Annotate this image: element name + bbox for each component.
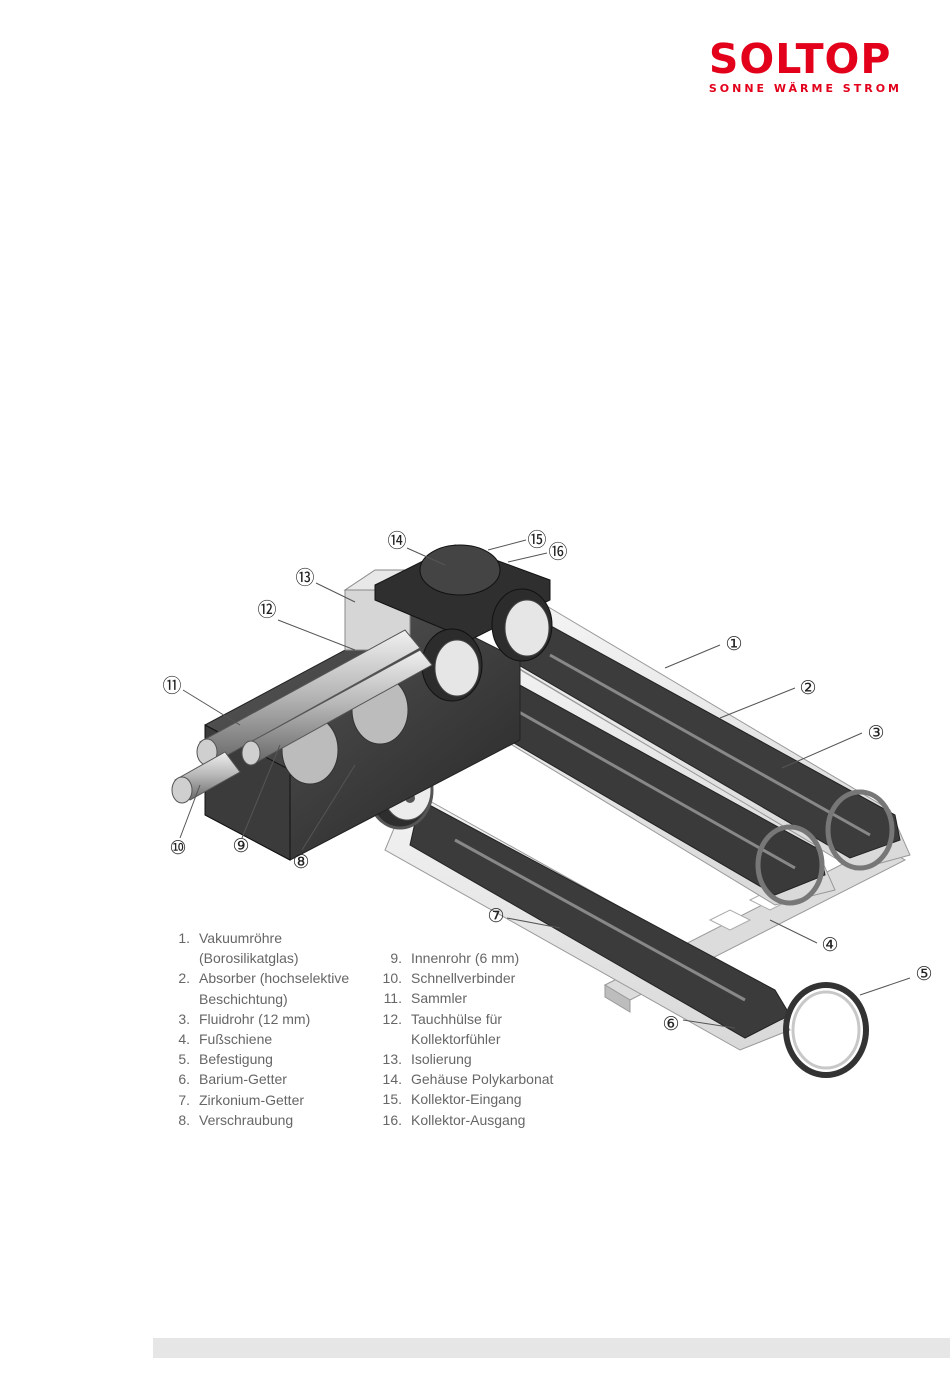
- legend-num: 2.: [178, 970, 190, 987]
- legend-num: 16.: [382, 1111, 402, 1128]
- leader-lines: [179, 539, 911, 1029]
- legend-text: Isolierung: [411, 1051, 472, 1068]
- brand-tagline: SONNE WÄRME STROM: [708, 82, 902, 95]
- legend-text: Sammler: [411, 990, 468, 1007]
- legend-text: Barium-Getter: [199, 1071, 287, 1088]
- legend-item: 8. Verschraubung: [170, 1110, 349, 1130]
- callout-10: ⑩: [169, 837, 186, 859]
- legend-num: 10.: [382, 970, 402, 987]
- legend-num: 3.: [178, 1010, 190, 1027]
- legend-cont: Beschichtung): [199, 990, 288, 1007]
- callout-12: ⑫: [257, 599, 276, 621]
- callouts: ① ② ③ ④ ⑤ ⑥ ⑦ ⑧ ⑨ ⑩ ⑪ ⑫ ⑬ ⑭ ⑮ ⑯: [162, 529, 932, 1035]
- legend-num: 8.: [178, 1111, 190, 1128]
- legend-item: 15. Kollektor-Eingang: [368, 1089, 553, 1109]
- callout-16: ⑯: [548, 541, 567, 563]
- collector-housing: [204, 544, 553, 861]
- legend-text: Vakuumröhre: [199, 930, 283, 946]
- legend-item: 4. Fußschiene: [170, 1029, 349, 1049]
- header-pipes: [171, 629, 433, 804]
- footer-bar: [153, 1338, 950, 1358]
- legend-num: 12.: [382, 1010, 402, 1027]
- legend-num: 6.: [178, 1071, 190, 1088]
- legend-item: 6. Barium-Getter: [170, 1069, 349, 1089]
- legend-text: Zirkonium-Getter: [199, 1091, 305, 1108]
- legend-item: 1. Vakuumröhre: [170, 928, 349, 948]
- legend-text: Fußschiene: [199, 1031, 273, 1048]
- callout-1: ①: [725, 633, 742, 655]
- callout-11: ⑪: [162, 675, 181, 697]
- legend-num: 5.: [178, 1051, 190, 1068]
- callout-2: ②: [799, 677, 816, 699]
- legend-item: 13. Isolierung: [368, 1049, 553, 1069]
- legend-item: 3. Fluidrohr (12 mm): [170, 1009, 349, 1029]
- legend-cont: Kollektorfühler: [411, 1030, 501, 1047]
- legend-text: Gehäuse Polykarbonat: [411, 1071, 554, 1088]
- legend-item: 5. Befestigung: [170, 1049, 349, 1069]
- legend-cont: (Borosilikatglas): [199, 950, 299, 967]
- callout-8: ⑧: [292, 851, 309, 873]
- callout-4: ④: [821, 934, 838, 956]
- legend-num: 4.: [178, 1031, 190, 1048]
- legend-item: 14. Gehäuse Polykarbonat: [368, 1069, 554, 1089]
- legend-item: 12. Tauchhülse für: [368, 1009, 553, 1029]
- legend-text: Innenrohr (6 mm): [411, 950, 520, 966]
- legend-text: Tauchhülse für: [411, 1010, 503, 1027]
- brand-name: SOLTOP: [708, 35, 892, 83]
- callout-7: ⑦: [487, 905, 504, 927]
- fastening-ring: [783, 982, 869, 1078]
- legend-text: Schnellverbinder: [411, 970, 516, 987]
- callout-9: ⑨: [232, 835, 249, 857]
- legend-item: 10. Schnellverbinder: [368, 968, 553, 988]
- legend-right: 9. Innenrohr (6 mm) 10. Schnellverbinder 1…: [368, 948, 554, 1130]
- callout-3: ③: [867, 722, 884, 744]
- legend-text: Kollektor-Eingang: [411, 1091, 522, 1108]
- legend-left: 1. Vakuumröhre (Borosilikatglas) 2. Absorb…: [170, 928, 349, 1130]
- legend-item: 9. Innenrohr (6 mm): [368, 948, 553, 968]
- legend-num: 13.: [382, 1051, 402, 1068]
- legend-num: 7.: [178, 1091, 190, 1108]
- callout-13: ⑬: [295, 567, 314, 589]
- callout-14: ⑭: [387, 530, 406, 552]
- legend-num: 1.: [178, 930, 190, 946]
- legend-item: 2. Absorber (hochselektive: [170, 968, 349, 988]
- callout-6: ⑥: [662, 1013, 679, 1035]
- legend-num: 15.: [382, 1091, 402, 1108]
- vacuum-tube-upper: [504, 604, 911, 871]
- legend-num: 11.: [383, 990, 402, 1007]
- legend-text: Fluidrohr (12 mm): [199, 1010, 311, 1027]
- legend-item: 11. Sammler: [368, 988, 553, 1008]
- legend-text: Absorber (hochselektive: [199, 970, 350, 987]
- legend-text: Verschraubung: [199, 1111, 294, 1128]
- legend-num: 14.: [382, 1071, 402, 1088]
- callout-5: ⑤: [915, 963, 932, 985]
- callout-15: ⑮: [527, 529, 546, 551]
- legend-text: Befestigung: [199, 1051, 273, 1068]
- legend-num: 9.: [390, 950, 402, 966]
- legend-item: 7. Zirkonium-Getter: [170, 1090, 349, 1110]
- legend-text: Kollektor-Ausgang: [411, 1111, 526, 1128]
- legend-item: 16. Kollektor-Ausgang: [368, 1110, 553, 1130]
- soltop-logo: SOLTOP SONNE WÄRME STROM: [709, 36, 902, 95]
- vacuum-tube-middle: [429, 639, 836, 906]
